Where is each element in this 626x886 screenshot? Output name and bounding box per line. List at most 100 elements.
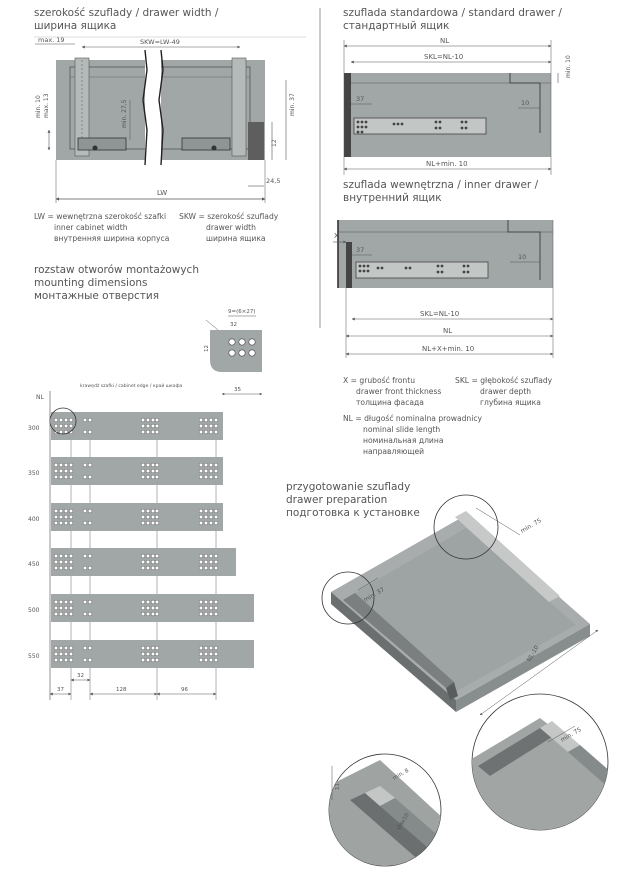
mounting-hole (87, 657, 93, 663)
legend-skl-l2: drawer depth (480, 387, 532, 396)
mounting-hole (87, 429, 93, 435)
mounting-bar-350: 350 (28, 457, 223, 485)
inner-dim-37: 37 (356, 246, 364, 254)
mounting-hole (203, 645, 209, 651)
mounting-hole (198, 565, 204, 571)
mounting-hole (63, 611, 69, 617)
mounting-hole (198, 417, 204, 423)
mounting-hole (58, 520, 64, 526)
mounting-hole (150, 645, 156, 651)
prep-title-l3: подготовка к установке (286, 507, 420, 519)
mounting-hole (58, 565, 64, 571)
mounting-hole (140, 599, 146, 605)
mounting-hole (150, 417, 156, 423)
mounting-hole (150, 605, 156, 611)
drawer-width-diagram: max. 19 SKW=LW-49 min. 10 max. 13 min. 2… (35, 36, 296, 203)
drawer-side-left (74, 57, 90, 157)
legend-x-l2: drawer front thickness (356, 387, 442, 396)
mounting-hole (53, 423, 59, 429)
mounting-hole (145, 559, 151, 565)
std-dim-nl-min10: NL+min. 10 (426, 160, 468, 168)
mounting-hole (208, 417, 214, 423)
cabinet-wall-right (248, 122, 264, 160)
mounting-hole (213, 553, 219, 559)
mounting-hole (203, 520, 209, 526)
dim-lw: LW (157, 189, 167, 197)
mounting-hole (145, 474, 151, 480)
dim-skw: SKW=LW-49 (140, 38, 180, 46)
mounting-hole (213, 559, 219, 565)
mounting-hole (208, 429, 214, 435)
mounting-hole (68, 645, 74, 651)
mounting-hole (82, 553, 88, 559)
mounting-hole (154, 520, 160, 526)
mounting-hole (203, 559, 209, 565)
mounting-hole (63, 508, 69, 514)
mounting-hole (63, 657, 69, 663)
mounting-hole (140, 645, 146, 651)
mounting-hole (203, 565, 209, 571)
detail-spacing: 9=(6×27) (228, 309, 256, 315)
mounting-hole (68, 508, 74, 514)
mounting-hole (63, 605, 69, 611)
mounting-hole (208, 605, 214, 611)
mounting-label-400: 400 (28, 516, 40, 523)
mounting-hole (208, 474, 214, 480)
mounting-hole (58, 474, 64, 480)
mounting-hole (154, 508, 160, 514)
mounting-hole (213, 468, 219, 474)
mounting-hole (213, 423, 219, 429)
mounting-hole (63, 520, 69, 526)
mounting-hole (198, 468, 204, 474)
mounting-hole (150, 462, 156, 468)
legend-skw-l2: drawer width (206, 223, 256, 232)
mounting-hole (203, 599, 209, 605)
mounting-hole (154, 559, 160, 565)
std-front (344, 73, 351, 157)
mounting-hole (154, 645, 160, 651)
mounting-hole (150, 423, 156, 429)
mounting-hole (154, 657, 160, 663)
mounting-hole (53, 645, 59, 651)
legend-nl-l2: nominal slide length (363, 425, 441, 434)
mounting-hole (208, 423, 214, 429)
mounting-hole (154, 599, 160, 605)
mounting-dim-37: 37 (57, 687, 64, 693)
mounting-hole (145, 520, 151, 526)
mounting-hole (68, 657, 74, 663)
mounting-hole (63, 514, 69, 520)
mounting-hole (198, 605, 204, 611)
runner-left (77, 137, 127, 151)
mounting-hole (150, 508, 156, 514)
dim-min10: min. 10 (35, 95, 42, 118)
mounting-hole (87, 645, 93, 651)
mounting-hole (58, 553, 64, 559)
mounting-label-450: 450 (28, 561, 40, 568)
mounting-hole (68, 462, 74, 468)
mounting-hole (203, 429, 209, 435)
mounting-hole (203, 611, 209, 617)
mounting-hole (154, 417, 160, 423)
mounting-hole (213, 508, 219, 514)
mounting-hole (68, 474, 74, 480)
mounting-diagram: NL krawędź szafki / cabinet edge / край … (28, 382, 254, 700)
mounting-hole (213, 645, 219, 651)
mounting-label-550: 550 (28, 653, 40, 660)
inner-drawer-diagram: X 37 10 SKL=NL-10 NL NL+X+min. 10 (333, 220, 554, 358)
mounting-hole (87, 520, 93, 526)
mounting-hole (198, 651, 204, 657)
mounting-hole (208, 553, 214, 559)
prep-dim-min75-a: min. 75 (520, 517, 543, 535)
mounting-hole (82, 657, 88, 663)
prep-dim-11: 11 (335, 783, 341, 790)
mounting-hole (154, 611, 160, 617)
mounting-hole (208, 611, 214, 617)
mounting-hole (140, 520, 146, 526)
mounting-hole (150, 468, 156, 474)
mounting-hole (53, 565, 59, 571)
dim-min37: min. 37 (289, 93, 296, 116)
mounting-hole (58, 611, 64, 617)
std-dim-10: 10 (521, 99, 529, 107)
legend-x-l3: толщина фасада (356, 398, 424, 407)
mounting-hole (154, 429, 160, 435)
